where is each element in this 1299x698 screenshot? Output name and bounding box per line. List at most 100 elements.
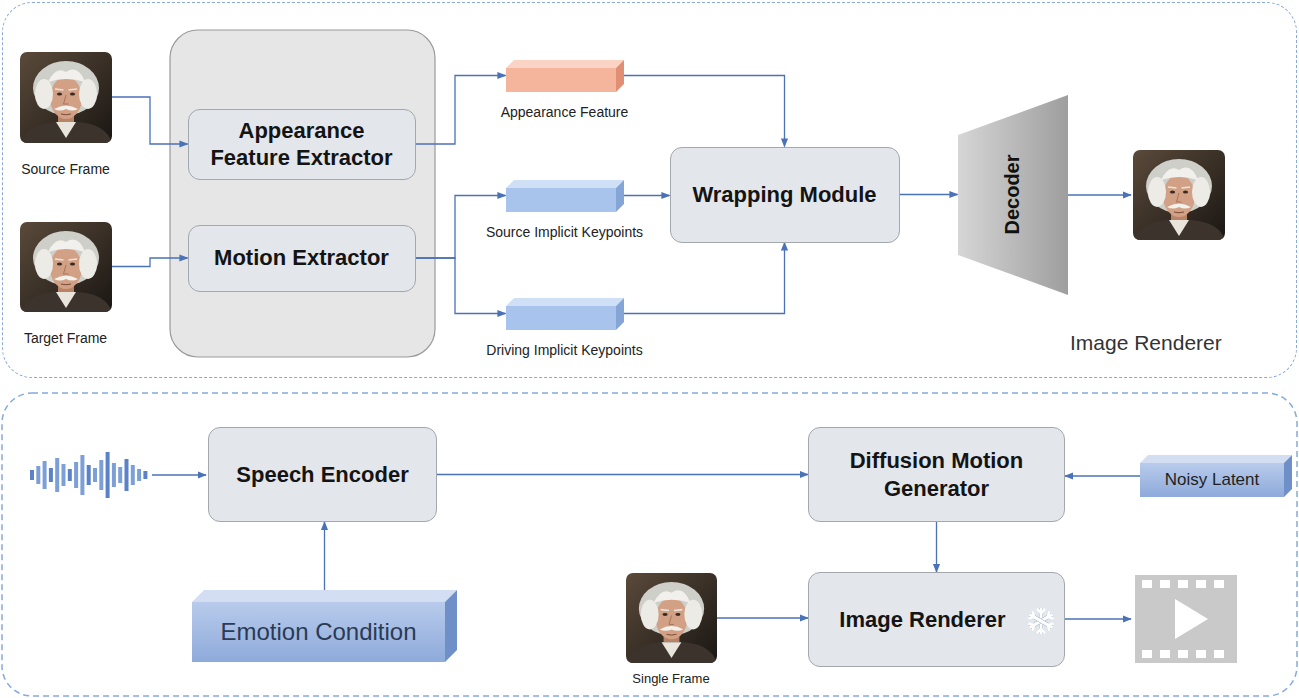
process-box: Appearance Feature Extractor: [188, 109, 416, 180]
decor-shape: [48, 69, 85, 81]
film-hole: [1196, 650, 1206, 658]
decor-shape: [506, 298, 624, 306]
snowflake-stroke: [1028, 611, 1055, 631]
decor-shape: [673, 609, 681, 612]
decor-shape: [661, 642, 681, 658]
decor-shape: [958, 95, 1068, 295]
label-holder: Emotion Condition: [192, 602, 445, 662]
decor-shape: [20, 52, 112, 143]
image-node: Target Frame: [10, 222, 122, 347]
decor-shape: [1170, 191, 1175, 194]
flow-arrow: [416, 258, 506, 314]
decor-shape: [69, 92, 74, 95]
wave-bar: [36, 466, 40, 484]
decor-shape: [56, 122, 76, 138]
decor-shape: [1028, 608, 1055, 634]
decor-shape: [669, 616, 674, 625]
image-caption: Target Frame: [24, 330, 107, 347]
decor-shape: [662, 613, 667, 616]
box-label: Wrapping Module: [692, 181, 876, 209]
group-panel: Source FrameTarget Frame Appearance Featu…: [2, 2, 1297, 378]
waveform-icon: [30, 452, 147, 498]
box-label: Speech Encoder: [236, 461, 408, 489]
flow-arrow: [624, 195, 670, 196]
snowflake-stroke: [1046, 621, 1053, 630]
decor-shape: [659, 626, 683, 631]
film-hole: [1160, 650, 1170, 658]
tensor-block: [506, 180, 624, 212]
decor-shape: [50, 77, 82, 119]
snowflake-stroke: [1037, 629, 1045, 633]
arrow-line: [152, 474, 206, 475]
decor-shape: [61, 113, 71, 115]
snowflake-stroke: [1029, 611, 1036, 620]
process-box: Wrapping Module: [670, 147, 900, 243]
image-caption: Single Frame: [632, 671, 709, 687]
decor-shape: [63, 95, 68, 104]
decor-shape: [506, 60, 624, 68]
video-frame: [1135, 575, 1237, 663]
image-node: Source Frame: [10, 52, 122, 178]
feature-tensor: Source Implicit Keypoints: [475, 180, 655, 241]
label-holder: Noisy Latent: [1140, 463, 1284, 497]
decor-shape: [35, 79, 53, 109]
tensor-label: Appearance Feature: [501, 104, 629, 121]
wave-bar: [93, 468, 97, 482]
decor-shape: [20, 122, 112, 143]
decor-shape: [506, 68, 616, 92]
portrait: [20, 222, 112, 312]
flow-arrow: [437, 474, 808, 475]
condition-block: Emotion Condition: [192, 590, 457, 662]
wave-bar: [106, 452, 110, 498]
decor-shape: [640, 600, 658, 630]
process-box: Image Renderer: [808, 572, 1065, 667]
extractor-container: [170, 30, 435, 357]
decor-shape: [1133, 150, 1225, 240]
snowflake-stroke: [1046, 611, 1053, 620]
tensor-block: [506, 60, 624, 92]
decor-shape: [1174, 212, 1184, 214]
decor-shape: [445, 590, 457, 662]
tensor-block: [506, 298, 624, 330]
output-image: [1133, 150, 1225, 240]
wave-bar: [68, 469, 72, 481]
label-holder: Decoder: [958, 95, 1068, 295]
video-icon: [1135, 575, 1237, 663]
decor-shape: [192, 602, 445, 662]
decor-shape: [63, 265, 68, 274]
wave-bar: [137, 469, 141, 481]
snowflake-stroke: [1037, 609, 1045, 613]
decor-shape: [616, 60, 624, 92]
decor-shape: [506, 188, 616, 212]
wave-bar: [43, 461, 47, 489]
arrow-line: [1068, 194, 1131, 195]
decor-shape: [56, 92, 61, 95]
box-label: Diffusion Motion Generator: [821, 447, 1052, 502]
decor-shape: [616, 180, 624, 212]
box-label: Motion Extractor: [214, 244, 389, 272]
decor-shape: [1169, 220, 1189, 236]
decor-shape: [79, 249, 97, 279]
snowflake-stroke: [1029, 621, 1036, 630]
decor-shape: [54, 105, 78, 110]
feature-tensor: Appearance Feature: [475, 60, 655, 121]
decor-shape: [54, 275, 78, 280]
decor-shape: [61, 283, 71, 285]
film-hole: [1196, 580, 1206, 588]
decor-shape: [660, 609, 668, 612]
decor-shape: [56, 262, 61, 265]
flow-arrow: [936, 522, 937, 572]
decor-shape: [20, 222, 112, 312]
decor-shape: [655, 598, 687, 640]
decor-shape: [68, 259, 77, 260]
film-hole: [1142, 580, 1152, 588]
wave-bar: [49, 468, 53, 482]
decor-shape: [79, 79, 97, 109]
play-triangle: [1175, 599, 1208, 639]
dashed-panel: [2, 393, 1297, 696]
decor-shape: [1177, 193, 1182, 202]
frozen-icon: [1026, 606, 1056, 636]
decor-shape: [1192, 177, 1210, 207]
decor-shape: [684, 600, 702, 630]
